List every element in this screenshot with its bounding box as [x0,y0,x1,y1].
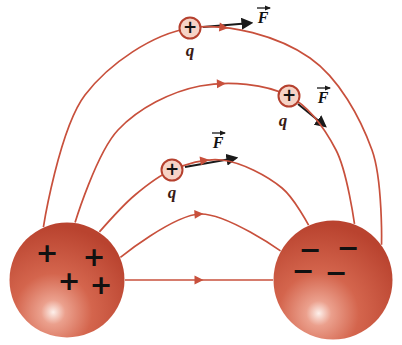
force-label: F [213,135,224,151]
charge-sign: + [165,161,179,178]
sphere-body [274,221,393,340]
text-slot: + [282,87,296,105]
test-charge: +q [178,16,202,40]
text-slot: + [90,271,113,298]
field-line [75,83,354,224]
charged-sphere: ++++ [9,222,125,338]
charge-circle [180,18,201,39]
field-arrowhead [217,79,226,88]
force-label: F [258,10,269,26]
charge-sign: + [58,267,81,294]
charge-sign: + [183,19,197,36]
charge-label: q [168,184,177,201]
test-charge: +q [277,84,301,108]
text-slot: F [318,89,329,107]
charge-sign: + [90,271,113,298]
vector-over-arrow [212,132,225,133]
text-slot: − [325,259,348,286]
text-slot: F [213,134,224,152]
charge-label: q [186,42,195,59]
sphere-body [10,223,125,338]
charge-label: q [279,112,288,129]
force-label: F [318,90,329,106]
text-slot: q [186,42,195,60]
vector-over-arrow [257,7,270,8]
charge-sign: − [325,259,348,286]
field-line [99,160,308,232]
text-slot: q [168,184,177,202]
text-slot: q [279,112,288,130]
charge-sign: − [337,234,360,261]
text-slot: − [337,234,360,261]
field-arrowhead [194,210,203,219]
text-slot: + [36,239,59,266]
charged-sphere: −−−− [273,220,393,340]
text-slot: F [258,9,269,27]
text-slot: + [165,161,179,179]
charge-circle [279,86,300,107]
charge-sign: + [83,243,106,270]
text-slot: − [292,257,315,284]
charge-sign: + [282,87,296,104]
field-arrowhead [195,276,204,285]
field-arrowhead [200,156,210,165]
test-charge: +q [160,158,184,182]
vector-over-arrow [317,87,330,88]
charge-sign: − [292,257,315,284]
charge-sign: + [36,239,59,266]
text-slot: + [58,267,81,294]
text-slot: + [183,19,197,37]
text-slot: + [83,243,106,270]
field-line [43,27,381,245]
field-arrowhead [219,22,228,31]
charge-circle [162,160,183,181]
field-line [120,214,280,257]
